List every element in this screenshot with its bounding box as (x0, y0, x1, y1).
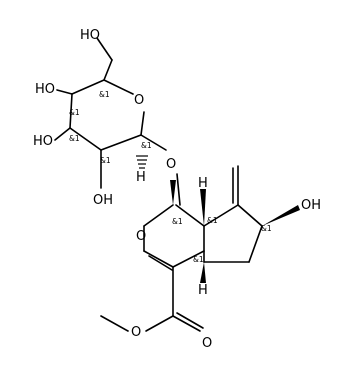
wedge-bond-h-7a (200, 189, 206, 226)
stereo-labels: &1 &1 &1 &1 &1 &1 &1 &1 &1 (69, 90, 272, 264)
wedge-bond-h-4a (200, 262, 206, 283)
hydrogen-label-c7a: H (198, 176, 208, 191)
hydroxyl-label-c2: OH (93, 193, 113, 208)
stereo-label: &1 (69, 108, 80, 117)
stereo-label: &1 (193, 255, 204, 264)
hydroxyl-label-c3: HO (33, 134, 53, 149)
hydroxyl-label-ch2: HO (80, 28, 100, 43)
hydroxyl-label-cyclopentane: OH (301, 198, 321, 213)
ring-oxygen-sugar: O (134, 93, 144, 108)
stereo-label: &1 (100, 156, 111, 165)
stereo-label: &1 (69, 134, 80, 143)
stereo-label: &1 (172, 217, 183, 226)
wedge-bond-oh (262, 205, 300, 226)
sugar-bonds (54, 37, 167, 189)
hydrogen-label-c1: H (136, 170, 146, 185)
hash-bond-anomeric-h (136, 155, 148, 169)
pyran-oxygen: O (136, 229, 146, 244)
stereo-label: &1 (207, 216, 218, 225)
aglycone-bonds (100, 165, 263, 332)
ester-oxygen: O (131, 325, 141, 340)
stereo-label: &1 (141, 141, 152, 150)
stereo-label: &1 (261, 224, 272, 233)
hydrogen-label-c4a: H (198, 283, 208, 298)
hydroxyl-label-c4: HO (35, 82, 55, 97)
glycosidic-oxygen: O (166, 157, 176, 172)
carbonyl-oxygen: O (202, 336, 212, 351)
stereo-label: &1 (99, 90, 110, 99)
wedge-bond-c1 (170, 180, 176, 205)
